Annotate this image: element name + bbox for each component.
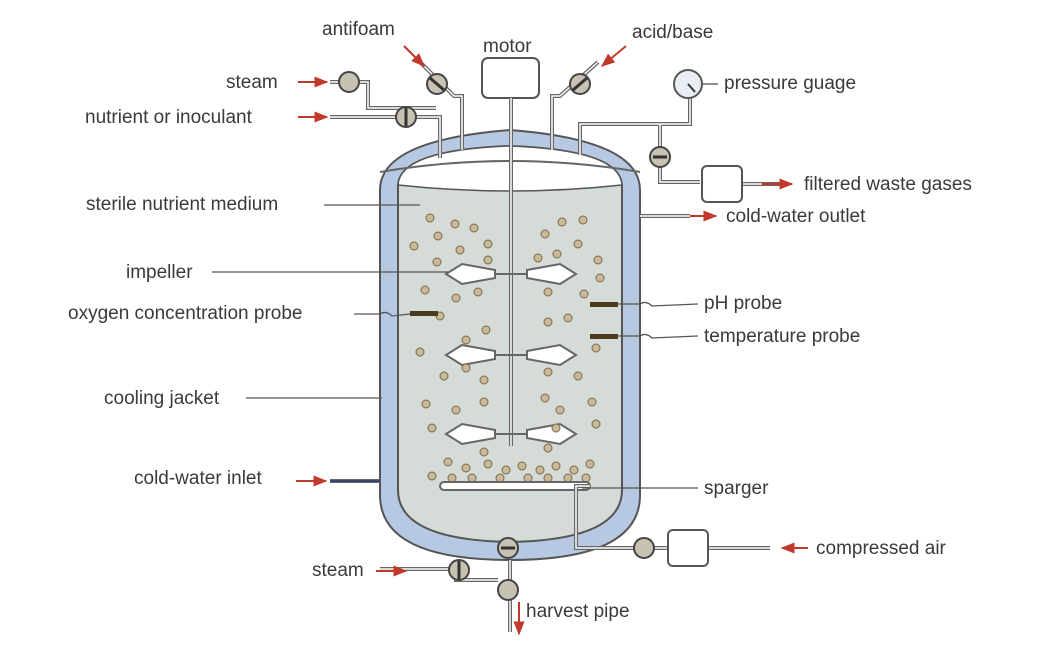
oxygen-probe	[410, 311, 438, 316]
label-ph-probe: pH probe	[704, 293, 782, 314]
sparger-bar	[439, 481, 591, 491]
label-impeller: impeller	[126, 262, 193, 283]
impeller-middle	[444, 343, 578, 367]
label-cold-water-outlet: cold-water outlet	[726, 206, 866, 227]
air-filter	[667, 529, 709, 567]
valve-compressed-air	[633, 537, 655, 559]
label-pressure-gauge: pressure guage	[724, 73, 856, 94]
label-acid-base: acid/base	[632, 22, 713, 43]
label-cooling-jacket: cooling jacket	[104, 388, 220, 409]
label-harvest-pipe: harvest pipe	[526, 601, 630, 622]
label-motor: motor	[483, 36, 532, 57]
impeller-top	[444, 262, 578, 286]
label-steam-bottom: steam	[312, 560, 364, 581]
motor-box	[481, 57, 540, 99]
impeller-bottom	[444, 422, 578, 446]
label-oxygen-probe: oxygen concentration probe	[68, 303, 303, 324]
label-temperature-probe: temperature probe	[704, 326, 860, 347]
label-sterile-medium: sterile nutrient medium	[86, 194, 278, 215]
waste-gas-filter	[701, 165, 743, 203]
arrow-acid-base	[600, 45, 627, 67]
label-cold-water-inlet: cold-water inlet	[134, 468, 262, 489]
temperature-probe	[590, 334, 618, 339]
label-antifoam: antifoam	[322, 19, 395, 40]
valve-steam-top	[338, 71, 360, 93]
valve-harvest-lower	[497, 579, 519, 601]
label-filtered-waste: filtered waste gases	[804, 174, 972, 195]
label-steam-top: steam	[226, 72, 278, 93]
air-bubbles	[409, 213, 605, 483]
arrow-antifoam	[403, 45, 425, 67]
ph-probe	[590, 302, 618, 307]
label-compressed-air: compressed air	[816, 538, 947, 559]
label-sparger: sparger	[704, 478, 769, 499]
label-nutrient: nutrient or inoculant	[85, 107, 253, 128]
